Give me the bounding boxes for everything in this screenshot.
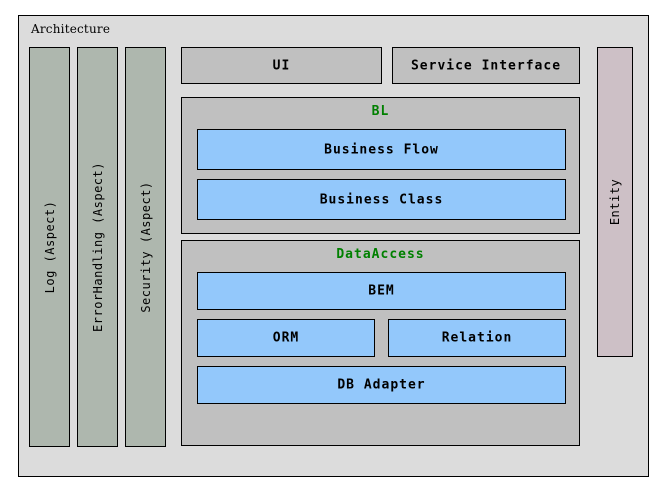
aspect-column-security-label: Security (Aspect) xyxy=(138,181,153,313)
orm-label: ORM xyxy=(272,330,300,346)
business-class-label: Business Class xyxy=(319,192,444,207)
db-adapter-label: DB Adapter xyxy=(337,377,426,393)
diagram-title: Architecture xyxy=(31,22,111,36)
dataaccess-container-title: DataAccess xyxy=(336,247,425,262)
bem-label: BEM xyxy=(368,283,395,299)
business-class-box[interactable]: Business Class xyxy=(197,179,566,220)
relation-box[interactable]: Relation xyxy=(388,319,566,357)
bl-container[interactable]: BL Business Flow Business Class xyxy=(181,97,580,234)
business-flow-label: Business Flow xyxy=(324,142,439,157)
entity-column[interactable]: Entity xyxy=(597,47,633,357)
service-interface-box[interactable]: Service Interface xyxy=(392,47,580,84)
entity-column-label: Entity xyxy=(608,178,622,226)
ui-box[interactable]: UI xyxy=(181,47,382,84)
aspect-column-log-label: Log (Aspect) xyxy=(42,200,57,294)
bl-container-title: BL xyxy=(371,104,390,119)
ui-box-label: UI xyxy=(272,58,291,73)
service-interface-box-label: Service Interface xyxy=(410,58,562,73)
architecture-frame: Architecture Log (Aspect) ErrorHandling … xyxy=(18,15,649,477)
bem-box[interactable]: BEM xyxy=(197,272,566,310)
orm-box[interactable]: ORM xyxy=(197,319,375,357)
aspect-column-errorhandling[interactable]: ErrorHandling (Aspect) xyxy=(77,47,118,447)
dataaccess-container[interactable]: DataAccess BEM ORM Relation DB Adapter xyxy=(181,240,580,446)
aspect-column-security[interactable]: Security (Aspect) xyxy=(125,47,166,447)
business-flow-box[interactable]: Business Flow xyxy=(197,129,566,170)
relation-label: Relation xyxy=(441,330,513,346)
aspect-column-log[interactable]: Log (Aspect) xyxy=(29,47,70,447)
db-adapter-box[interactable]: DB Adapter xyxy=(197,366,566,404)
aspect-column-errorhandling-label: ErrorHandling (Aspect) xyxy=(90,162,105,332)
